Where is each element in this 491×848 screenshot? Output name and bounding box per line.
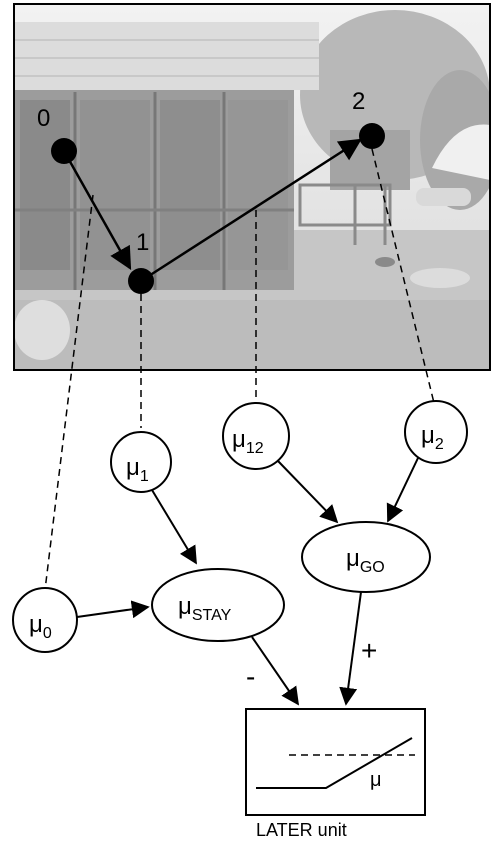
node-mu1 [110, 431, 172, 493]
fixation-label-2: 2 [352, 88, 365, 115]
edge-mu12-to-go [277, 460, 339, 524]
node-mu-go-label: μGO [346, 545, 385, 576]
node-mu-stay-label: μSTAY [178, 593, 232, 624]
edge-go-to-later [339, 591, 362, 706]
saccade-1-to-2 [140, 138, 362, 283]
later-unit-mu-label: μ [370, 769, 382, 791]
node-mu0-label: μ0 [29, 611, 52, 642]
fixation-label-1: 1 [136, 229, 149, 256]
projection-line-mu0 [44, 194, 94, 591]
later-unit-graph [256, 737, 415, 789]
node-mu-stay [151, 568, 285, 642]
edge-mu0-to-stay [76, 600, 150, 619]
edge-mu1-to-stay [151, 489, 197, 565]
fixation-point-0 [51, 138, 77, 164]
node-mu12-label: μ12 [232, 426, 264, 457]
edge-stay-to-later [251, 636, 300, 706]
later-unit-box [245, 708, 426, 816]
sign-minus: - [246, 661, 255, 692]
node-mu0 [12, 587, 78, 653]
fixation-label-0: 0 [37, 105, 50, 132]
later-unit-caption: LATER unit [256, 820, 347, 840]
sign-plus: + [361, 635, 377, 666]
node-mu1-label: μ1 [126, 454, 149, 485]
node-mu12 [222, 402, 290, 470]
projection-line-mu2 [371, 148, 435, 404]
fixation-point-1 [128, 268, 154, 294]
node-mu-go [301, 521, 431, 593]
node-mu2-label: μ2 [421, 422, 444, 453]
fixation-point-2 [359, 123, 385, 149]
edge-mu2-to-go [386, 457, 419, 523]
saccade-0-to-1 [62, 150, 132, 270]
scene-photo [13, 3, 491, 371]
node-mu2 [404, 400, 468, 464]
